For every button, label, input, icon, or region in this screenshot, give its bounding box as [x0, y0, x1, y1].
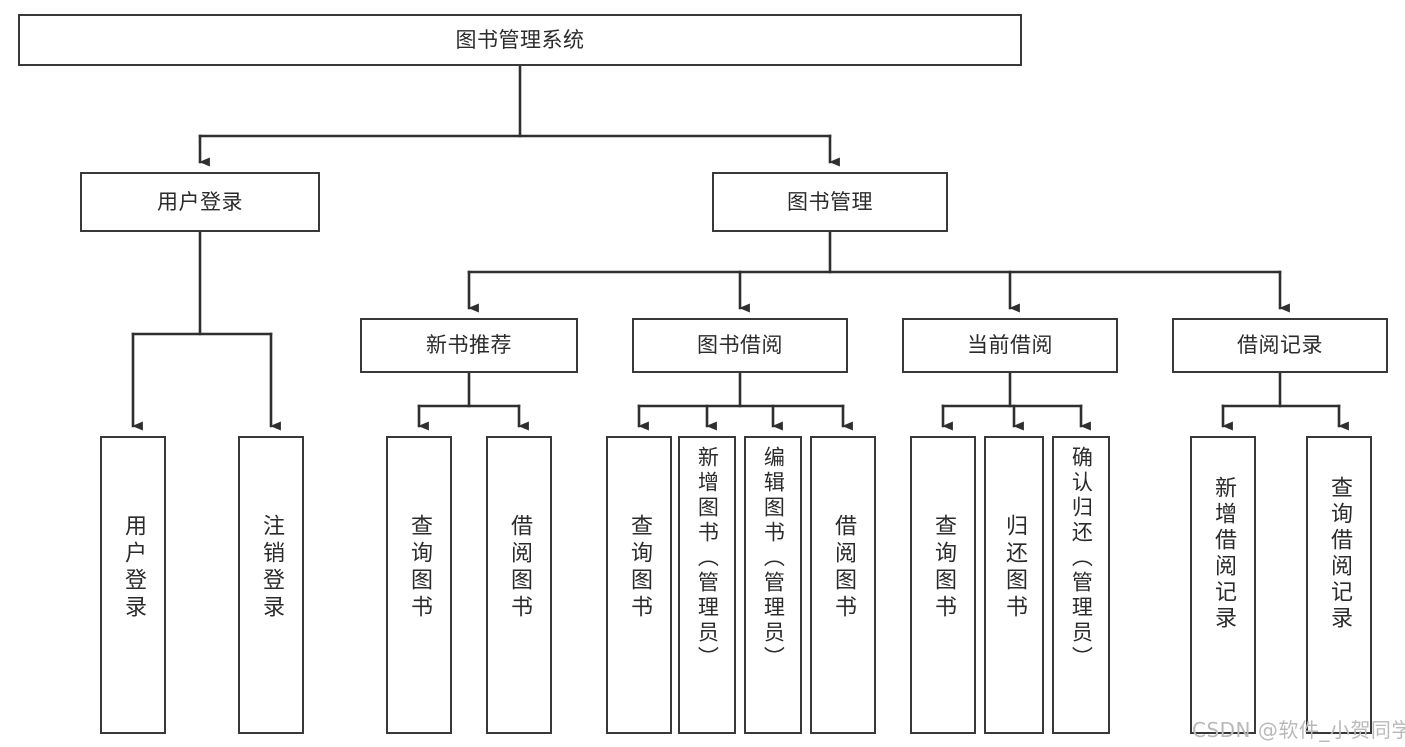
node-leaf-edit-book[interactable]: 编辑图书（管理员） — [744, 436, 802, 734]
node-leaf-logout[interactable]: 注销登录 — [238, 436, 304, 734]
node-leaf-borrow-book-2-label: 借阅图书 — [830, 514, 856, 622]
node-leaf-add-book-label: 新增图书（管理员） — [695, 446, 720, 671]
node-user-login[interactable]: 用户登录 — [80, 172, 320, 232]
node-leaf-edit-book-label: 编辑图书（管理员） — [761, 446, 786, 671]
node-leaf-confirm-return[interactable]: 确认归还（管理员） — [1052, 436, 1110, 734]
node-leaf-borrow-book-2[interactable]: 借阅图书 — [810, 436, 876, 734]
node-leaf-user-login-label: 用户登录 — [120, 514, 146, 622]
node-leaf-confirm-return-label: 确认归还（管理员） — [1069, 446, 1094, 671]
node-book-manage[interactable]: 图书管理 — [712, 172, 948, 232]
node-current-borrow[interactable]: 当前借阅 — [902, 318, 1118, 373]
node-leaf-add-book[interactable]: 新增图书（管理员） — [678, 436, 736, 734]
node-leaf-borrow-book-1[interactable]: 借阅图书 — [486, 436, 552, 734]
node-leaf-query-book-3[interactable]: 查询图书 — [910, 436, 976, 734]
node-leaf-query-record-label: 查询借阅记录 — [1326, 476, 1352, 632]
node-leaf-borrow-book-1-label: 借阅图书 — [506, 514, 532, 622]
node-leaf-query-book-1-label: 查询图书 — [406, 514, 432, 622]
node-borrow-record-label: 借阅记录 — [1237, 333, 1323, 358]
node-leaf-query-book-1[interactable]: 查询图书 — [386, 436, 452, 734]
node-leaf-query-book-3-label: 查询图书 — [930, 514, 956, 622]
node-leaf-return-book-label: 归还图书 — [1001, 514, 1027, 622]
node-leaf-add-record-label: 新增借阅记录 — [1210, 476, 1236, 632]
node-book-borrow[interactable]: 图书借阅 — [632, 318, 848, 373]
node-book-manage-label: 图书管理 — [787, 189, 873, 214]
node-user-login-label: 用户登录 — [157, 189, 243, 214]
node-current-borrow-label: 当前借阅 — [967, 333, 1053, 358]
node-root[interactable]: 图书管理系统 — [18, 14, 1022, 66]
node-leaf-query-book-2-label: 查询图书 — [626, 514, 652, 622]
node-root-label: 图书管理系统 — [455, 27, 585, 52]
node-leaf-query-record[interactable]: 查询借阅记录 — [1306, 436, 1372, 734]
node-borrow-record[interactable]: 借阅记录 — [1172, 318, 1388, 373]
node-leaf-return-book[interactable]: 归还图书 — [984, 436, 1044, 734]
node-leaf-logout-label: 注销登录 — [258, 514, 284, 622]
node-new-book-recommend-label: 新书推荐 — [426, 333, 512, 358]
node-leaf-query-book-2[interactable]: 查询图书 — [606, 436, 672, 734]
csdn-watermark: CSDN @软件_小贺同学 — [1192, 718, 1405, 742]
node-leaf-user-login[interactable]: 用户登录 — [100, 436, 166, 734]
node-book-borrow-label: 图书借阅 — [697, 333, 783, 358]
node-new-book-recommend[interactable]: 新书推荐 — [360, 318, 578, 373]
node-leaf-add-record[interactable]: 新增借阅记录 — [1190, 436, 1256, 734]
